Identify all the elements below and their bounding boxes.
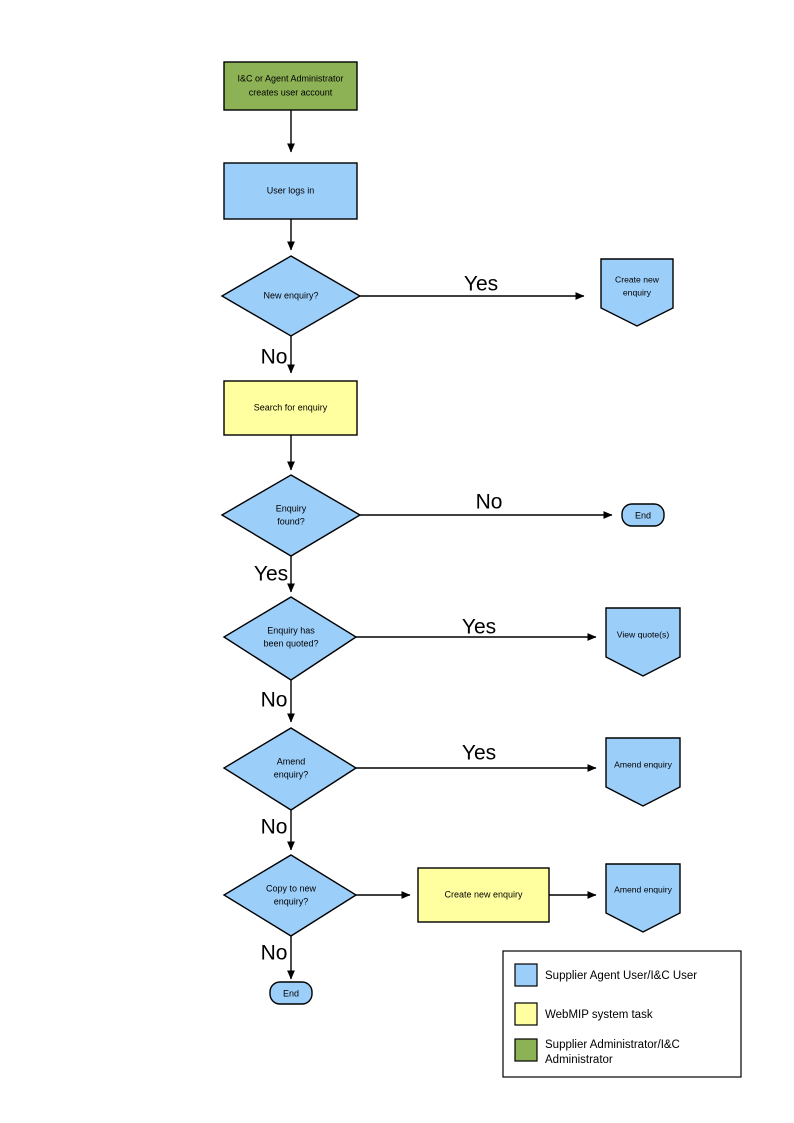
search-for-enquiry-shape bbox=[223, 380, 358, 436]
legend-container bbox=[502, 950, 742, 1078]
create-new-enquiry-bottom-shape bbox=[417, 867, 550, 923]
new-enquiry-decision-label: New enquiry? bbox=[263, 290, 318, 300]
enquiry-quoted-decision-label-2: been quoted? bbox=[263, 638, 318, 648]
copy-to-new-enquiry-decision-shape bbox=[222, 854, 358, 937]
amend-enquiry-decision-shape bbox=[222, 727, 358, 811]
node-create-new-enquiry-top[interactable]: Create new enquiry bbox=[600, 258, 674, 327]
end-terminator-bottom-label: End bbox=[283, 988, 299, 998]
end-terminator-top-shape bbox=[621, 503, 665, 527]
view-quotes-label: View quote(s) bbox=[617, 629, 670, 639]
copy-to-new-enquiry-decision-label-2: enquiry? bbox=[274, 896, 309, 906]
edges-group bbox=[287, 110, 613, 980]
search-for-enquiry-label: Search for enquiry bbox=[254, 402, 328, 412]
user-logs-in-label: User logs in bbox=[267, 185, 315, 195]
create-new-enquiry-top-shape bbox=[600, 258, 674, 327]
legend-label-yellow: WebMIP system task bbox=[545, 1009, 653, 1021]
legend-label-green-2: Administrator bbox=[545, 1054, 613, 1066]
create-new-enquiry-top-label-1: Create new bbox=[615, 274, 660, 284]
amend-enquiry-decision-label-2: enquiry? bbox=[274, 769, 309, 779]
view-quotes-shape bbox=[605, 607, 681, 677]
node-amend-enquiry-decision[interactable]: Amend enquiry? bbox=[222, 727, 358, 811]
edge-label-amend-enquiry-yes: Yes bbox=[462, 742, 496, 765]
end-terminator-top-label: End bbox=[635, 510, 651, 520]
new-enquiry-decision-shape bbox=[220, 255, 362, 337]
admin-creates-account-label-1: I&C or Agent Administrator bbox=[237, 73, 343, 83]
user-logs-in-shape bbox=[223, 162, 358, 220]
legend-swatch-yellow bbox=[514, 1002, 538, 1026]
node-user-logs-in[interactable]: User logs in bbox=[223, 162, 358, 220]
legend-item-supplier-agent-user: Supplier Agent User/I&C User bbox=[514, 963, 697, 987]
node-enquiry-quoted-decision[interactable]: Enquiry has been quoted? bbox=[222, 596, 358, 681]
legend-label-blue: Supplier Agent User/I&C User bbox=[545, 970, 697, 982]
node-create-new-enquiry-bottom[interactable]: Create new enquiry bbox=[417, 867, 550, 923]
edge-label-enquiry-found-yes: Yes bbox=[254, 563, 288, 586]
legend-item-webmip-system-task: WebMIP system task bbox=[514, 1002, 653, 1026]
edge-label-enquiry-quoted-yes: Yes bbox=[462, 616, 496, 639]
legend-swatch-blue bbox=[514, 963, 538, 987]
edge-label-new-enquiry-no: No bbox=[261, 346, 288, 369]
legend: Supplier Agent User/I&C User WebMIP syst… bbox=[502, 950, 742, 1078]
enquiry-quoted-decision-label-1: Enquiry has bbox=[267, 625, 315, 635]
node-new-enquiry-decision[interactable]: New enquiry? bbox=[220, 255, 362, 337]
amend-enquiry-action-2-label: Amend enquiry bbox=[614, 884, 673, 894]
admin-creates-account-shape bbox=[223, 61, 358, 111]
legend-item-supplier-administrator: Supplier Administrator/I&C Administrator bbox=[514, 1038, 680, 1066]
create-new-enquiry-bottom-label: Create new enquiry bbox=[444, 889, 523, 899]
edge-labels-group: Yes No No Yes Yes No Yes No No bbox=[254, 273, 503, 965]
node-enquiry-found-decision[interactable]: Enquiry found? bbox=[220, 474, 362, 557]
legend-label-green-1: Supplier Administrator/I&C bbox=[545, 1039, 680, 1051]
legend-swatch-green bbox=[514, 1038, 538, 1062]
enquiry-found-decision-label-1: Enquiry bbox=[276, 503, 307, 513]
amend-enquiry-action-label: Amend enquiry bbox=[614, 759, 673, 769]
edge-label-new-enquiry-yes: Yes bbox=[464, 273, 498, 296]
amend-enquiry-action-shape bbox=[605, 737, 681, 807]
amend-enquiry-decision-label-1: Amend bbox=[277, 756, 306, 766]
enquiry-found-decision-label-2: found? bbox=[277, 516, 305, 526]
edge-label-amend-enquiry-no: No bbox=[261, 816, 288, 839]
edge-label-enquiry-found-no: No bbox=[476, 491, 503, 514]
enquiry-quoted-decision-shape bbox=[222, 596, 358, 681]
node-end-terminator-bottom[interactable]: End bbox=[269, 981, 313, 1005]
node-admin-creates-account[interactable]: I&C or Agent Administrator creates user … bbox=[223, 61, 358, 111]
edge-label-copy-to-new-no: No bbox=[261, 942, 288, 965]
end-terminator-bottom-shape bbox=[269, 981, 313, 1005]
node-amend-enquiry-action-2[interactable]: Amend enquiry bbox=[605, 863, 681, 933]
copy-to-new-enquiry-decision-label-1: Copy to new bbox=[266, 883, 317, 893]
node-copy-to-new-enquiry-decision[interactable]: Copy to new enquiry? bbox=[222, 854, 358, 937]
node-end-terminator-top[interactable]: End bbox=[621, 503, 665, 527]
admin-creates-account-label-2: creates user account bbox=[249, 87, 333, 97]
node-view-quotes[interactable]: View quote(s) bbox=[605, 607, 681, 677]
edge-label-enquiry-quoted-no: No bbox=[261, 689, 288, 712]
node-amend-enquiry-action[interactable]: Amend enquiry bbox=[605, 737, 681, 807]
amend-enquiry-action-2-shape bbox=[605, 863, 681, 933]
create-new-enquiry-top-label-2: enquiry bbox=[623, 287, 652, 297]
node-search-for-enquiry[interactable]: Search for enquiry bbox=[223, 380, 358, 436]
enquiry-found-decision-shape bbox=[220, 474, 362, 557]
